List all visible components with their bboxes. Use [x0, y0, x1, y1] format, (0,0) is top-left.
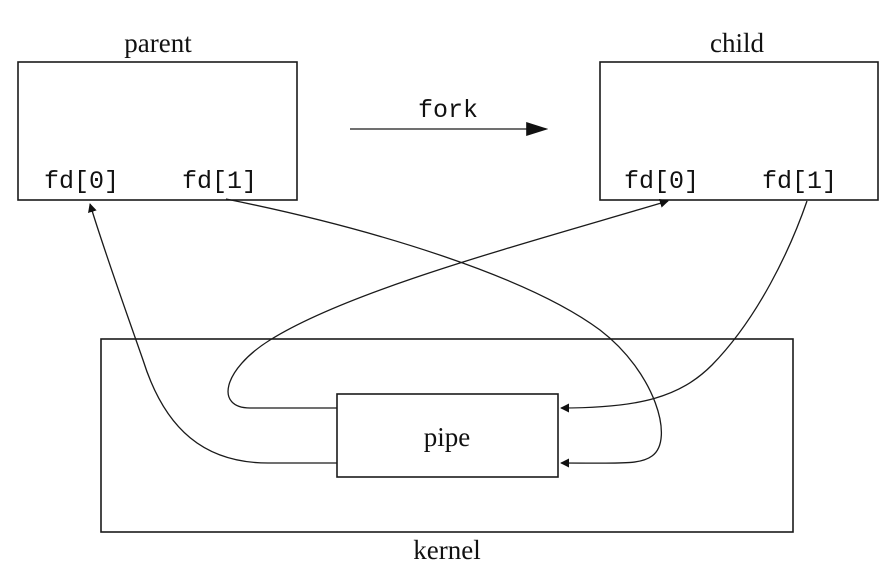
pipe-to-child-fd0-arrow — [227, 198, 669, 409]
parent-fd1-to-pipe-arrow — [225, 198, 662, 468]
parent-fd0-label: fd[0] — [44, 167, 119, 196]
child-fd0-label: fd[0] — [624, 167, 699, 196]
pipe-region: pipe — [336, 393, 559, 478]
parent-box — [17, 61, 298, 201]
child-box — [599, 61, 879, 201]
parent-fd1-label: fd[1] — [182, 167, 257, 196]
parent-process: parent fd[0] fd[1] — [17, 28, 298, 201]
child-fd1-label: fd[1] — [762, 167, 837, 196]
pipe-box — [336, 393, 559, 478]
fork-label: fork — [418, 96, 478, 125]
kernel-region: kernel — [100, 338, 794, 565]
kernel-box — [100, 338, 794, 533]
child-fd1-to-pipe-arrow — [560, 200, 808, 413]
child-process: child fd[0] fd[1] — [599, 28, 879, 201]
kernel-label: kernel — [413, 535, 480, 565]
pipe-label: pipe — [424, 422, 471, 452]
fork-arrow: fork — [350, 96, 549, 136]
child-title: child — [710, 28, 764, 58]
parent-title: parent — [124, 28, 192, 58]
pipe-to-parent-fd0-arrow — [88, 203, 337, 464]
